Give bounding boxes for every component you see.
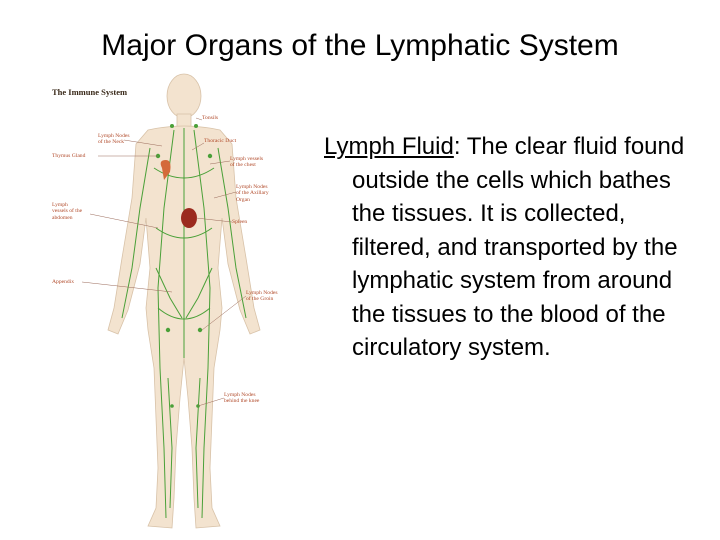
lymph-fluid-definition: Lymph Fluid: The clear fluid found outsi… <box>324 130 696 365</box>
label-knee-nodes: Lymph Nodes behind the knee <box>224 392 260 405</box>
label-appendix: Appendix <box>52 279 75 285</box>
label-axillary-nodes: Lymph Nodes of the Axillary Organ <box>236 184 269 203</box>
label-leader-lines <box>81 117 247 407</box>
lymphatic-system-illustration: The Immune System Tonsils Lymph Nodes of… <box>46 68 304 540</box>
label-chest-vessels: Lymph vessels of the chest <box>230 156 264 169</box>
heart-shape <box>160 160 171 180</box>
label-thymus-gland: Thymus Gland <box>52 153 86 159</box>
term-lymph-fluid: Lymph Fluid <box>324 133 454 160</box>
label-tonsils: Tonsils <box>202 115 219 121</box>
definition-text: : The clear fluid found outside the cell… <box>352 133 685 361</box>
label-groin-nodes: Lymph Nodes of the Groin <box>246 290 278 303</box>
label-thoracic-duct: Thoracic Duct <box>204 138 237 144</box>
figure-title: The Immune System <box>52 87 128 97</box>
label-neck-nodes: Lymph Nodes of the Neck <box>98 133 130 146</box>
label-abdomen-vessels: Lymph vessels of the abdomen <box>52 202 83 221</box>
spleen-shape <box>181 208 197 228</box>
definition-paragraph: Lymph Fluid: The clear fluid found outsi… <box>324 130 696 365</box>
label-spleen: Spleen <box>232 219 248 225</box>
slide-title: Major Organs of the Lymphatic System <box>101 29 619 62</box>
lymph-nodes <box>155 124 213 408</box>
body-diagram <box>81 73 261 529</box>
lymph-vessels <box>121 128 247 519</box>
